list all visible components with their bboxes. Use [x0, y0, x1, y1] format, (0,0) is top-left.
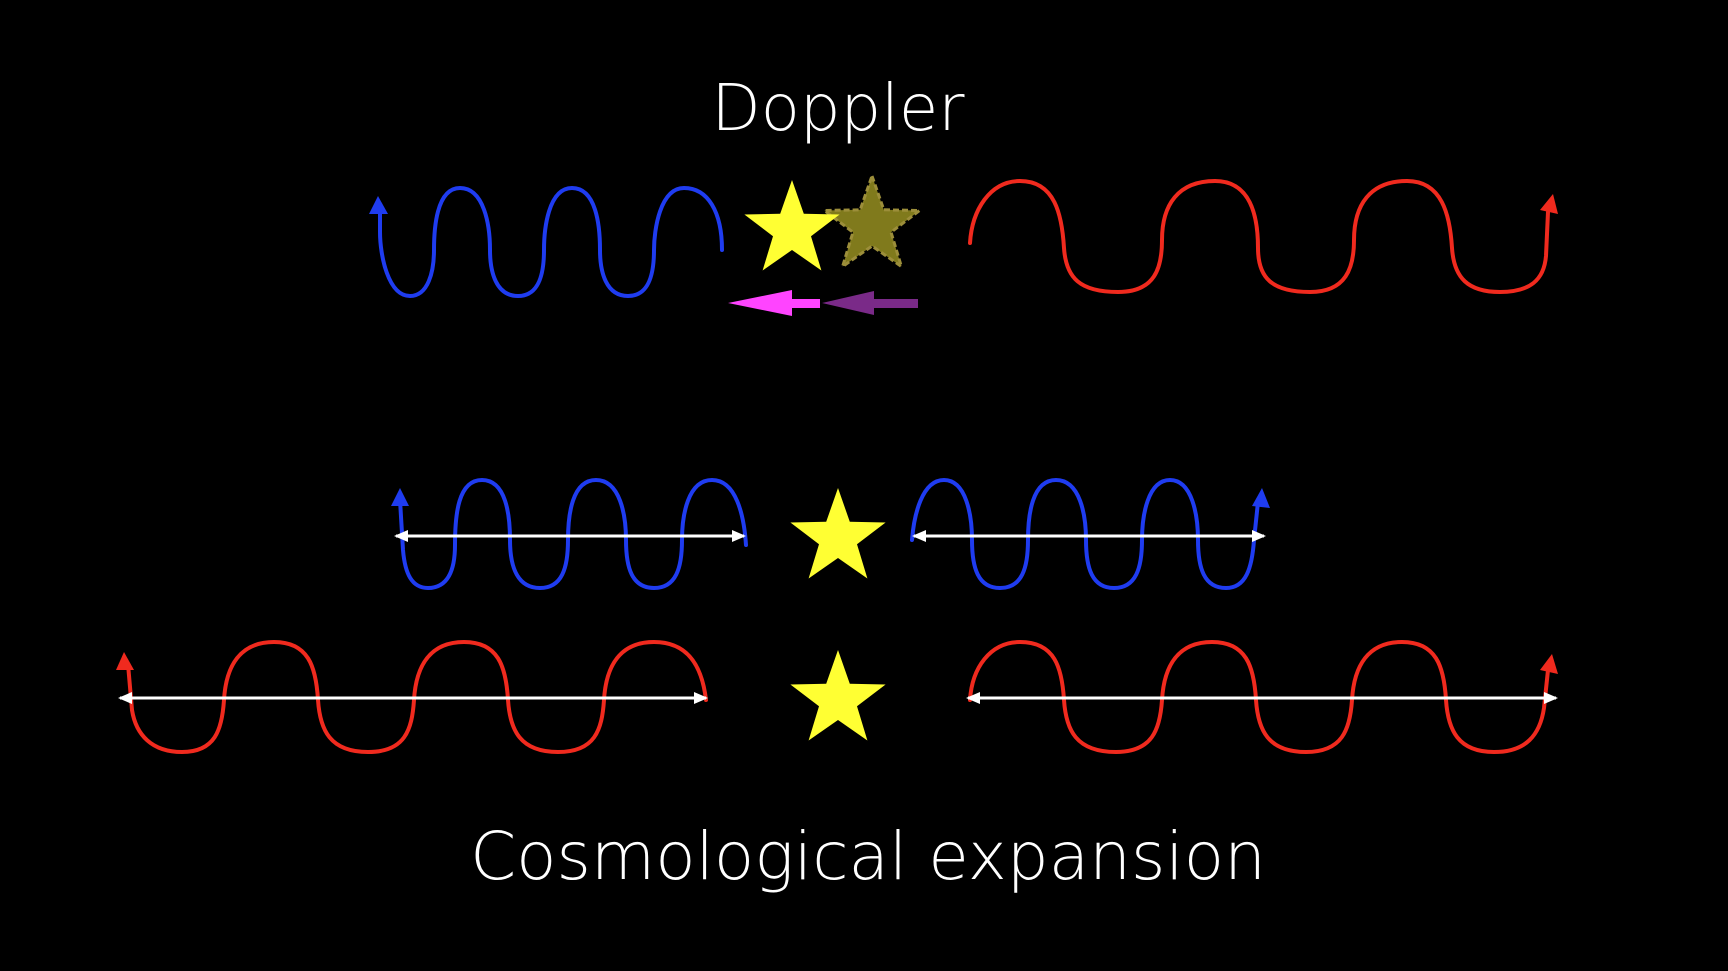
star-icon [744, 180, 840, 271]
doppler-section [369, 171, 1558, 316]
doppler-title: Doppler [711, 72, 965, 146]
star-icon [790, 488, 886, 579]
cosmo-emitted-left-arrowhead [391, 488, 409, 506]
star-icon [790, 650, 886, 741]
cosmo-emitted-wave-right [910, 477, 1260, 591]
cosmo-emitted-wave-left [398, 477, 748, 591]
left-arrow-icon [728, 290, 792, 316]
previous-position-star-icon [820, 171, 924, 271]
doppler-redshift-wave [968, 178, 1550, 295]
cosmological-expansion-title: Cosmological expansion [470, 818, 1266, 895]
cosmo-stretched-row [116, 639, 1558, 755]
doppler-blueshift-wave [378, 185, 724, 299]
left-arrow-icon [822, 291, 874, 315]
cosmo-stretched-left-arrowhead [116, 652, 134, 670]
cosmo-emitted-right-arrowhead [1252, 488, 1270, 508]
doppler-blue-wave-arrowhead [369, 196, 388, 214]
cosmo-emitted-row [391, 477, 1270, 591]
motion-arrow-current [728, 290, 820, 316]
cosmo-stretched-right-arrowhead [1540, 654, 1558, 674]
doppler-red-wave-arrowhead [1540, 194, 1558, 214]
motion-arrow-previous [822, 291, 918, 315]
